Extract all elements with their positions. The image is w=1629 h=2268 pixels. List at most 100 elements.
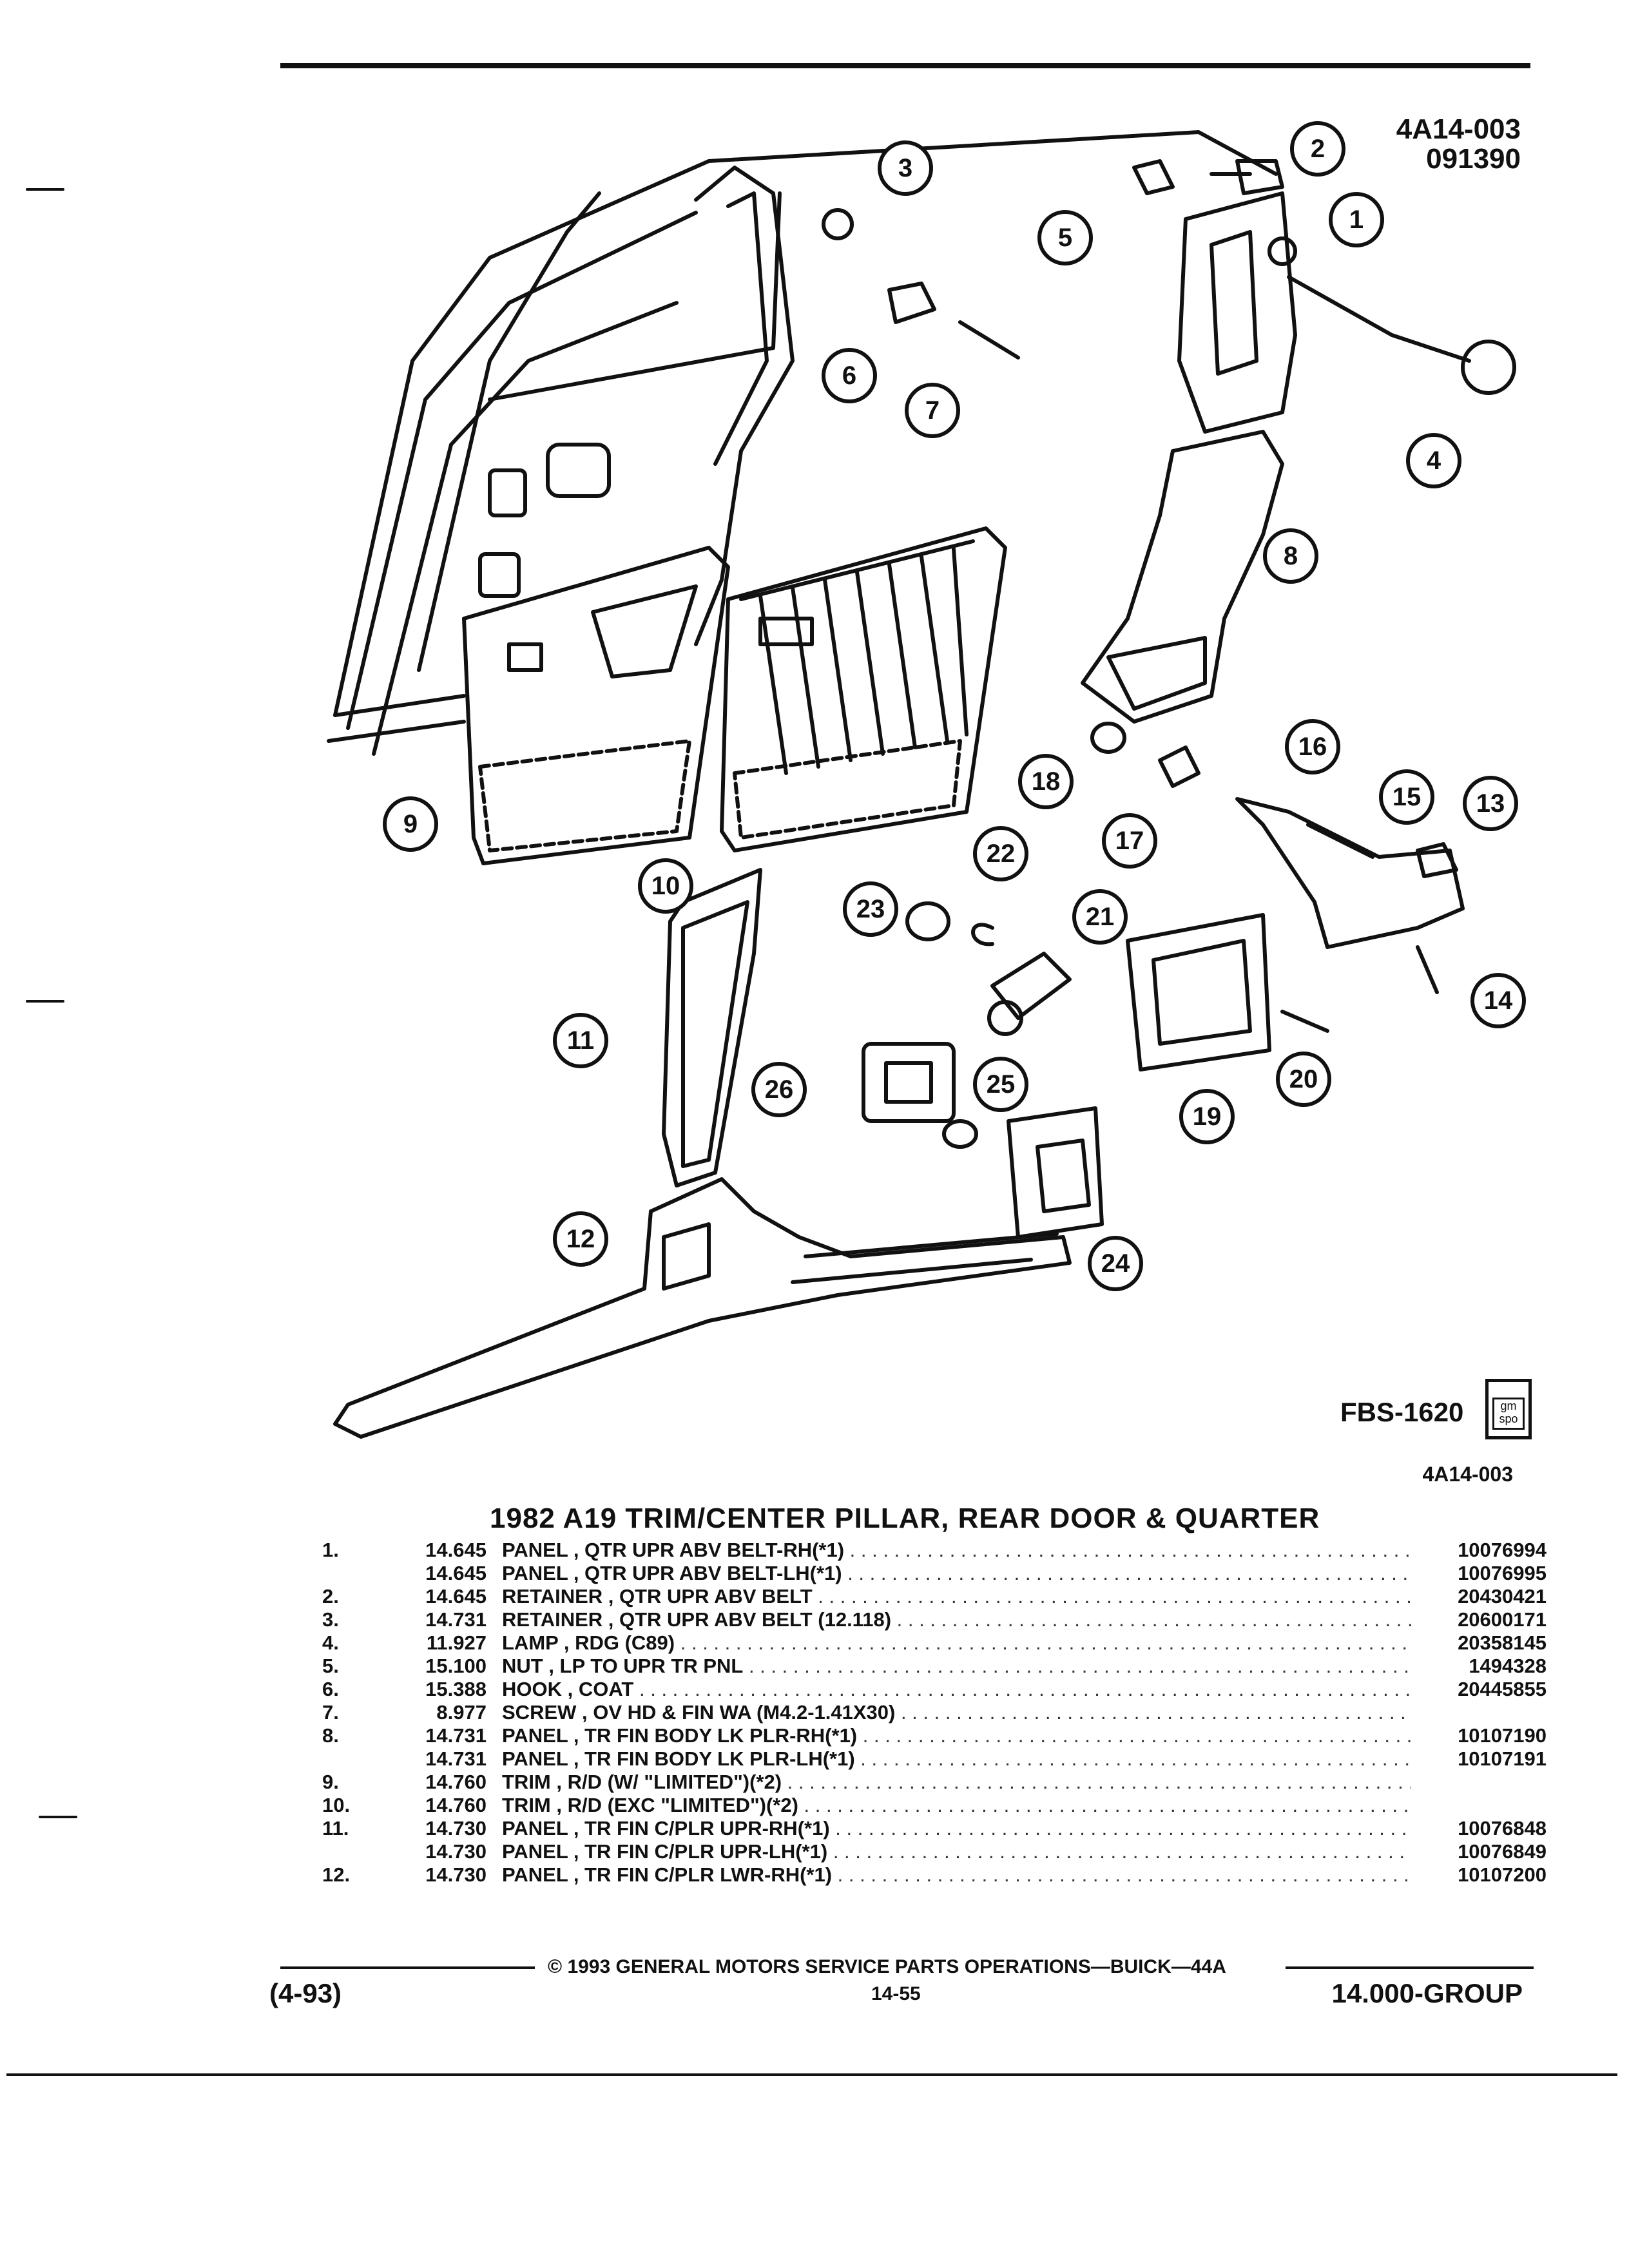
part-ref-number: 5. <box>322 1655 339 1677</box>
leader-dots: . . . . . . . . . . . . . . . . . . . . … <box>748 1655 1411 1677</box>
part-description: PANEL , TR FIN C/PLR LWR-RH(*1) <box>502 1863 833 1886</box>
part-number: 10107190 <box>1458 1724 1547 1747</box>
logo-text: gm spo <box>1492 1398 1525 1430</box>
bezel-26 <box>862 1042 956 1123</box>
part-group: 14.760 <box>425 1771 487 1793</box>
nut-5 <box>1132 159 1175 195</box>
callout-14: 14 <box>1470 973 1526 1028</box>
callout-6: 6 <box>822 348 877 403</box>
callout-25: 25 <box>973 1057 1028 1112</box>
part-description: RETAINER , QTR UPR ABV BELT <box>502 1585 813 1608</box>
leader-dots: . . . . . . . . . . . . . . . . . . . . … <box>680 1631 1411 1654</box>
part-number: 10076848 <box>1458 1817 1547 1840</box>
inner-panel-hole <box>546 443 611 498</box>
copyright-notice: © 1993 GENERAL MOTORS SERVICE PARTS OPER… <box>548 1956 1226 1977</box>
exploded-parts-diagram <box>327 130 1516 1439</box>
part-number: 10107191 <box>1458 1747 1547 1770</box>
part-group: 14.731 <box>425 1724 487 1747</box>
part-number: 10076994 <box>1458 1539 1547 1561</box>
callout-22: 22 <box>973 826 1028 881</box>
part-number: 20445855 <box>1458 1678 1547 1700</box>
callout-12: 12 <box>553 1211 608 1267</box>
escutcheon-19 <box>1126 913 1271 1072</box>
part-ref-number: 2. <box>322 1585 339 1608</box>
center-pillar <box>694 166 795 646</box>
part-description: PANEL , TR FIN BODY LK PLR-LH(*1) <box>502 1747 855 1770</box>
leader-dots: . . . . . . . . . . . . . . . . . . . . … <box>900 1701 1411 1724</box>
reading-lamp <box>1461 340 1516 395</box>
section-reference: 4A14-003 <box>1422 1463 1513 1486</box>
leader-dots: . . . . . . . . . . . . . . . . . . . . … <box>847 1562 1411 1584</box>
part-group: 14.760 <box>425 1794 487 1816</box>
bushing-18 <box>1090 722 1126 754</box>
callout-3: 3 <box>878 140 933 196</box>
callout-9: 9 <box>383 796 438 852</box>
part-ref-number: 6. <box>322 1678 339 1700</box>
window-handle-21 <box>990 952 1072 1020</box>
part-description: HOOK , COAT <box>502 1678 634 1700</box>
margin-mark <box>39 1816 77 1818</box>
part-number: 20600171 <box>1458 1608 1547 1631</box>
part-number: 1494328 <box>1469 1655 1547 1677</box>
parts-row: 8. 14.731 PANEL , TR FIN BODY LK PLR-RH(*1… <box>322 1724 1547 1747</box>
callout-16: 16 <box>1285 719 1340 774</box>
margin-mark <box>26 1000 64 1003</box>
part-group: 15.388 <box>425 1678 487 1700</box>
callout-4: 4 <box>1406 433 1461 488</box>
part-description: TRIM , R/D (EXC "LIMITED")(*2) <box>502 1794 798 1816</box>
callout-2: 2 <box>1290 121 1345 177</box>
part-description: PANEL , TR FIN BODY LK PLR-RH(*1) <box>502 1724 858 1747</box>
callout-21: 21 <box>1072 889 1128 945</box>
retainer-3 <box>822 208 854 240</box>
callout-5: 5 <box>1037 210 1093 265</box>
footer-rule-right <box>1286 1966 1534 1969</box>
callout-24: 24 <box>1088 1236 1143 1291</box>
part-group: 14.730 <box>425 1817 487 1840</box>
callout-1: 1 <box>1329 192 1384 247</box>
part-group: 14.730 <box>425 1840 487 1863</box>
leader-dots: . . . . . . . . . . . . . . . . . . . . … <box>860 1747 1411 1770</box>
part-ref-number: 3. <box>322 1608 339 1631</box>
callout-17: 17 <box>1102 813 1157 869</box>
part-ref-number: 10. <box>322 1794 351 1816</box>
leader-dots: . . . . . . . . . . . . . . . . . . . . … <box>849 1539 1411 1561</box>
revision-date: (4-93) <box>269 1978 342 2008</box>
part-description: SCREW , OV HD & FIN WA (M4.2-1.41X30) <box>502 1701 896 1724</box>
part-group: 14.731 <box>425 1608 487 1631</box>
part-number: 20358145 <box>1458 1631 1547 1654</box>
door-handle-recess <box>591 584 698 678</box>
leader-dots: . . . . . . . . . . . . . . . . . . . . … <box>804 1794 1411 1816</box>
callout-11: 11 <box>553 1013 608 1068</box>
callout-13: 13 <box>1463 776 1518 831</box>
callout-26: 26 <box>751 1062 807 1117</box>
c-pillar-lower-panel <box>333 1177 1072 1439</box>
part-description: LAMP , RDG (C89) <box>502 1631 675 1654</box>
fbs-code: FBS-1620 <box>1340 1397 1464 1427</box>
coat-hook <box>887 282 936 324</box>
part-description: TRIM , R/D (W/ "LIMITED")(*2) <box>502 1771 782 1793</box>
bezel-24 <box>1007 1106 1104 1239</box>
part-ref-number: 1. <box>322 1539 339 1561</box>
part-group: 14.645 <box>425 1562 487 1584</box>
part-ref-number: 7. <box>322 1701 339 1724</box>
group-label: 14.000-GROUP <box>1331 1978 1523 2008</box>
part-description: PANEL , TR FIN C/PLR UPR-RH(*1) <box>502 1817 830 1840</box>
part-group: 14.731 <box>425 1747 487 1770</box>
callout-19: 19 <box>1179 1089 1235 1144</box>
callout-18: 18 <box>1018 754 1074 809</box>
leader-dots: . . . . . . . . . . . . . . . . . . . . … <box>896 1608 1411 1631</box>
leader-dots: . . . . . . . . . . . . . . . . . . . . … <box>862 1724 1411 1747</box>
lock-pillar-panel <box>1081 430 1284 724</box>
part-ref-number: 12. <box>322 1863 351 1886</box>
part-ref-number: 8. <box>322 1724 339 1747</box>
inner-panel-hole <box>488 468 527 517</box>
